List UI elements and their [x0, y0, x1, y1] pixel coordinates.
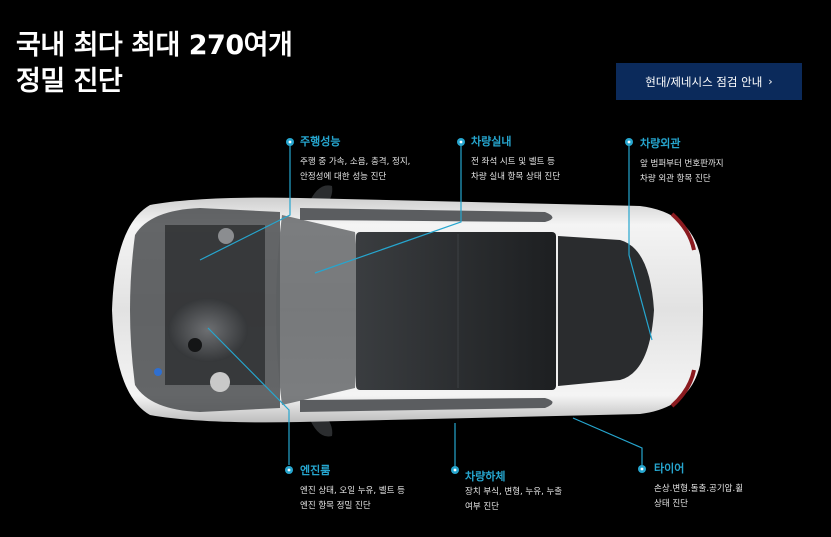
- callout-desc-line2: 상태 진단: [654, 499, 688, 509]
- chevron-right-icon: ›: [768, 75, 773, 88]
- callout-driving-performance: 주행성능 주행 중 가속, 소음, 충격, 정지, 안정성에 대한 성능 진단: [300, 135, 410, 185]
- callout-label: 차량실내: [471, 135, 512, 148]
- callout-desc-line1: 손상.변형.돌출.공기압.휠: [654, 484, 744, 494]
- callout-desc-line2: 차량 실내 항목 상태 진단: [471, 172, 561, 182]
- callout-desc-line1: 전 좌석 시트 및 벨트 등: [471, 157, 555, 167]
- callout-vehicle-interior: 차량실내 전 좌석 시트 및 벨트 등 차량 실내 항목 상태 진단: [471, 135, 560, 185]
- callout-desc-line2: 여부 진단: [465, 502, 499, 512]
- title-line-1: 국내 최다 최대 270여개: [16, 30, 293, 61]
- callout-underbody: 차량하체 장치 부식, 변형, 누유, 누출 여부 진단: [465, 470, 562, 515]
- callout-desc-line1: 장치 부식, 변형, 누유, 누출: [465, 487, 563, 497]
- callout-label: 타이어: [654, 462, 685, 475]
- callout-desc-line2: 차량 외관 항목 진단: [640, 174, 711, 184]
- cta-label: 현대/제네시스 점검 안내: [645, 74, 763, 89]
- callout-label: 차량외관: [640, 137, 681, 150]
- callout-desc-line1: 주행 중 가속, 소음, 충격, 정지,: [300, 157, 411, 167]
- page-title: 국내 최다 최대 270여개 정밀 진단: [16, 28, 293, 100]
- callout-desc-line2: 안정성에 대한 성능 진단: [300, 172, 387, 182]
- callout-desc-line1: 엔진 상태, 오일 누유, 벨트 등: [300, 486, 405, 496]
- callout-engine-room: 엔진룸 엔진 상태, 오일 누유, 벨트 등 엔진 항목 정밀 진단: [300, 464, 405, 514]
- callout-label: 차량하체: [465, 470, 506, 483]
- callout-vehicle-exterior: 차량외관 앞 범퍼부터 번호판까지 차량 외관 항목 진단: [640, 137, 724, 187]
- callout-tire: 타이어 손상.변형.돌출.공기압.휠 상태 진단: [654, 462, 743, 512]
- callout-label: 주행성능: [300, 135, 341, 148]
- callout-desc-line1: 앞 범퍼부터 번호판까지: [640, 159, 724, 169]
- callout-label: 엔진룸: [300, 464, 331, 477]
- callout-dots: [285, 138, 646, 474]
- title-line-2: 정밀 진단: [16, 66, 123, 97]
- callout-desc-line2: 엔진 항목 정밀 진단: [300, 501, 371, 511]
- callout-lines: [199, 144, 653, 468]
- hyundai-genesis-inspection-guide-button[interactable]: 현대/제네시스 점검 안내 ›: [616, 63, 802, 100]
